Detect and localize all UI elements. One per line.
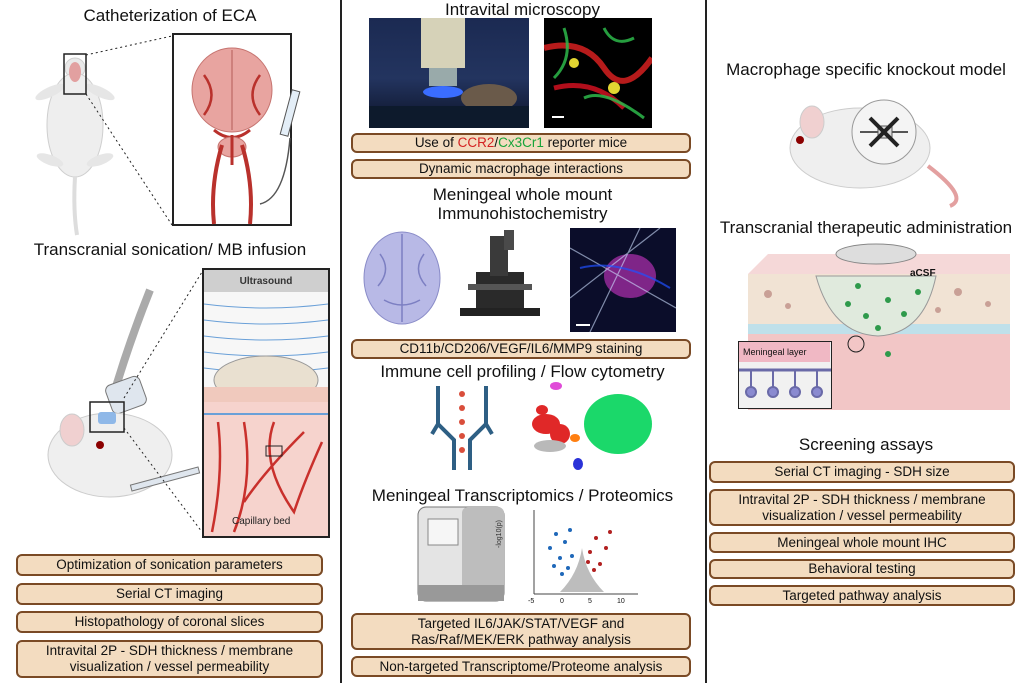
volcano-ylabel: -log10(p) [496,519,503,548]
meningeal-inset: Meningeal layer [738,341,832,409]
volcano-tick-neg5: -5 [528,598,535,605]
pill-targeted-pathway: Targeted pathway analysis [709,585,1015,606]
ccr2-cx3cr1-signal-icon [544,27,652,120]
intravital-photo [369,18,529,128]
volcano-tick-10: 10 [617,598,625,605]
objective-lens-icon [369,18,529,128]
pill-nontargeted: Non-targeted Transcriptome/Proteome anal… [351,656,691,677]
capillary-bed-label: Capillary bed [232,516,291,527]
sonication-dotted-lines [123,271,203,533]
pill-wholemount-ihc: Meningeal whole mount IHC [709,532,1015,553]
wholemount-heading-2: Immunohistochemistry [437,204,608,223]
brain-vasculature-icon [191,47,273,225]
wholemount-heading-1: Meningeal whole mount [432,185,613,204]
meningeal-layer-label: Meningeal layer [743,347,807,357]
acsf-label: aCSF [910,268,936,279]
pill-intravital-left: Intravital 2P - SDH thickness / membrane… [16,640,323,678]
pill-sonication-params: Optimization of sonication parameters [16,554,323,576]
omics-heading: Meningeal Transcriptomics / Proteomics [371,486,674,505]
mouse-side-icon [47,288,201,498]
pill-histopathology: Histopathology of coronal slices [16,611,323,633]
confocal-microscope-icon [460,230,540,316]
zoom-dotted-lines [85,35,173,226]
volcano-plot-icon [533,510,638,595]
reporter-post: reporter mice [543,135,628,150]
ultrasound-waves-icon [203,303,329,405]
volcano-tick-0: 0 [560,598,564,605]
pill-serial-ct-sdh: Serial CT imaging - SDH size [709,461,1015,483]
catheterization-heading: Catheterization of ECA [83,6,257,25]
ultrasound-band [204,270,328,292]
pill-targeted-line-1: Targeted IL6/JAK/STAT/VEGF and [417,615,625,631]
reporter-ccr2: CCR2 [457,135,495,150]
reporter-line: Use of CCR2/Cx3Cr1 reporter mice [415,135,627,151]
capillary-network-icon [204,413,328,533]
ihc-staining-icon [570,228,676,332]
ultrasound-panel: Ultrasound Capillary bed [202,268,330,538]
pill-reporter-mice: Use of CCR2/Cx3Cr1 reporter mice [351,133,691,153]
pill-intravital-right: Intravital 2P - SDH thickness / membrane… [709,489,1015,526]
transcranial-heading: Transcranial therapeutic administration [719,218,1013,237]
screening-heading: Screening assays [798,435,934,454]
ultrasound-label: Ultrasound [239,276,293,287]
tissue-band [204,402,328,536]
pill-serial-ct: Serial CT imaging [16,583,323,605]
flow-heading: Immune cell profiling / Flow cytometry [380,362,665,381]
confocal-image [544,18,652,128]
volcano-tick-5: 5 [588,598,592,605]
pill-targeted-analysis: Targeted IL6/JAK/STAT/VEGF and Ras/Raf/M… [351,613,691,650]
flow-channel-icon [430,386,494,470]
meningeal-band [739,342,830,362]
intravital-heading: Intravital microscopy [445,0,600,19]
reporter-pre: Use of [414,135,458,150]
ihc-image [570,228,676,332]
knockout-heading: Macrophage specific knockout model [726,60,1006,79]
pill-staining: CD11b/CD206/VEGF/IL6/MMP9 staining [351,339,691,359]
reporter-slash: / [494,135,499,150]
brain-vessel-panel [172,33,292,226]
pill-targeted-line-2: Ras/Raf/MEK/ERK pathway analysis [411,631,631,647]
pill-dynamic-macrophage: Dynamic macrophage interactions [351,159,691,179]
pill-behavioral: Behavioral testing [709,559,1015,579]
syringe-icon [259,89,301,205]
knockout-mouse-icon [789,99,959,208]
tsne-clusters-icon [532,382,652,470]
meningeal-cells-icon [739,368,831,398]
meninges-brain-icon [363,231,441,325]
left-column-divider [340,0,342,683]
right-column-divider [705,0,707,683]
reporter-cx3cr1: Cx3Cr1 [498,135,544,150]
sonication-heading: Transcranial sonication/ MB infusion [33,240,307,259]
sequencer-icon [417,506,505,602]
